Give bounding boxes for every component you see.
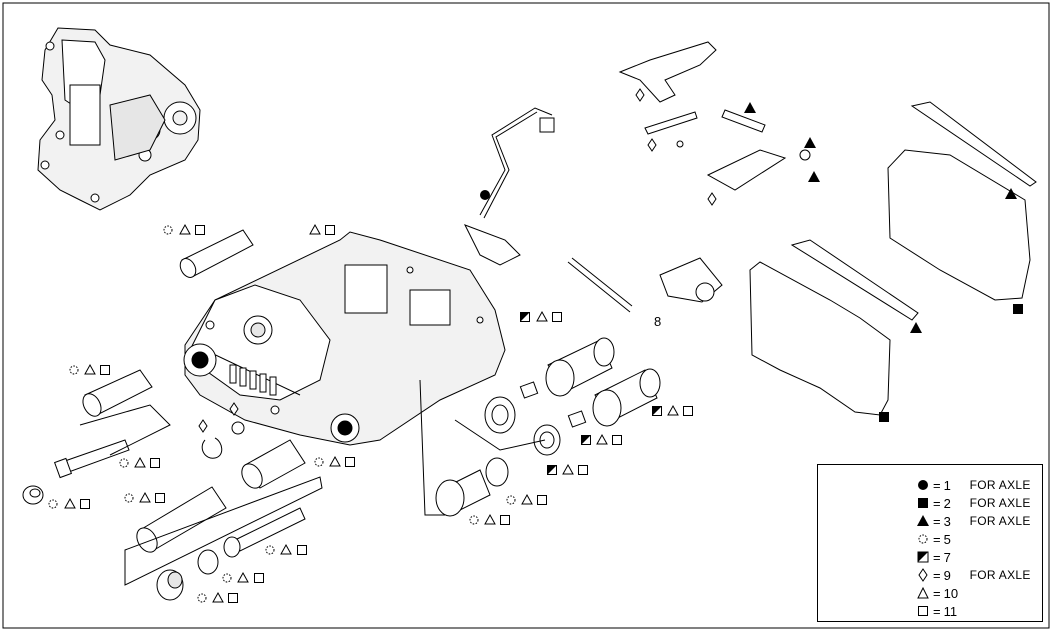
bushing-middle [241,439,306,489]
rubber-boot-long [136,486,227,553]
legend-note: FOR AXLE [969,478,1031,492]
retaining-clip [201,421,245,459]
legend-number: 10 [943,585,959,601]
dotted-circle-icon [916,532,930,546]
pad-retaining-spring [618,41,717,103]
tappet-boots [545,337,661,427]
filled-circle-icon [916,478,930,492]
legend-row: =2 FOR AXLE [916,494,1031,512]
legend-number: 1 [943,477,951,493]
legend-equals: = [933,531,941,547]
retaining-pin [644,111,698,148]
hold-down-bolt [721,109,811,161]
brake-pad-rear [887,101,1037,301]
filled-square-icon [916,496,930,510]
legend-row: =7 [916,548,970,566]
legend-equals: = [933,495,941,511]
guide-bolt [53,439,130,479]
legend-number: 3 [943,513,951,529]
caliper-housing-illustration [183,231,506,446]
legend-row: =10 [916,584,970,602]
wear-sensor-rod [567,257,723,313]
assembled-caliper-illustration [37,27,201,211]
guide-sleeve-top [179,229,254,278]
o-ring [197,549,219,575]
callout-8: 8 [654,314,661,329]
legend-number: 11 [943,603,958,619]
open-square-icon [916,604,930,618]
wear-sensor-cable [463,107,555,266]
legend-note: FOR AXLE [969,514,1031,528]
piston-seals [484,381,587,456]
open-diamond-icon [916,568,930,582]
legend-note: FOR AXLE [969,568,1031,582]
legend-equals: = [933,513,941,529]
legend-number: 2 [943,495,951,511]
legend-row: =5 [916,530,970,548]
legend-row: =3 FOR AXLE [916,512,1031,530]
end-cap [156,569,184,601]
bellows-left [435,457,509,517]
legend-number: 5 [943,531,951,547]
legend-number: 9 [943,567,951,583]
guide-bolt-2 [223,507,306,558]
legend-number: 7 [943,549,951,565]
brake-pad-front [749,239,919,416]
legend-equals: = [933,585,941,601]
filled-triangle-icon [916,514,930,528]
legend-row: =9 FOR AXLE [916,566,1031,584]
legend-row: =11 [916,602,970,620]
open-triangle-icon [916,586,930,600]
legend-note: FOR AXLE [969,496,1031,510]
pad-plate [706,149,787,191]
legend-equals: = [933,567,941,583]
legend-equals: = [933,477,941,493]
legend-row: =1 FOR AXLE [916,476,1031,494]
guide-sleeve-left [82,369,153,417]
legend-equals: = [933,603,941,619]
half-filled-square-icon [916,550,930,564]
leader-lines [79,379,546,586]
legend-equals: = [933,549,941,565]
cap-nut [22,485,44,505]
